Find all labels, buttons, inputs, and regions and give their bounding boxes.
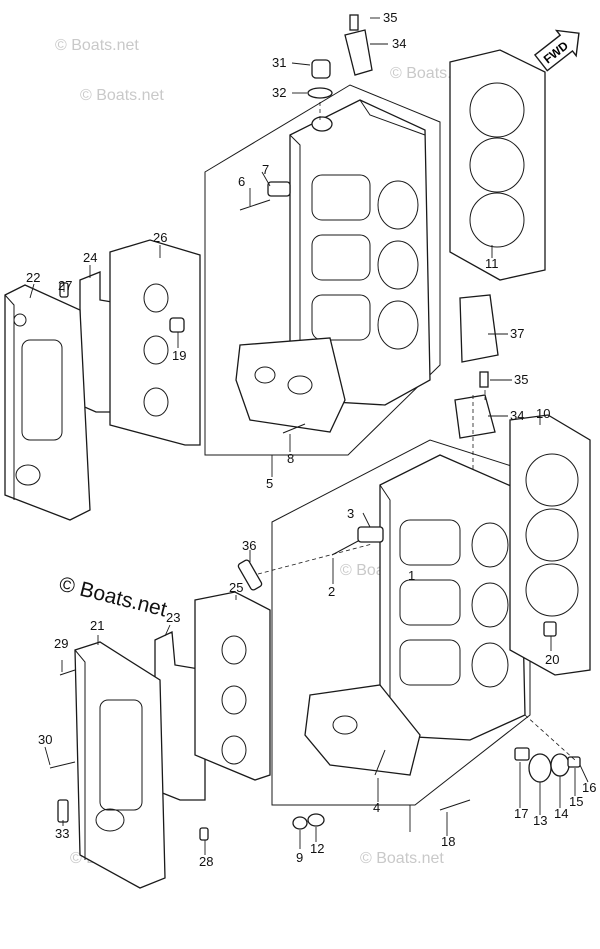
small-parts bbox=[49, 14, 581, 841]
callout-22: 22 bbox=[26, 270, 40, 285]
upper-head-frame bbox=[204, 84, 441, 456]
callout-23: 23 bbox=[166, 610, 180, 625]
lower-head-frame bbox=[271, 439, 531, 806]
callout-26: 26 bbox=[153, 230, 167, 245]
callout-34-mid: 34 bbox=[510, 408, 524, 423]
lower-valve-cover bbox=[74, 641, 166, 889]
callout-10: 10 bbox=[536, 406, 550, 421]
callout-35-mid: 35 bbox=[514, 372, 528, 387]
callout-27: 27 bbox=[58, 278, 72, 293]
callout-25: 25 bbox=[229, 580, 243, 595]
alignment-guides bbox=[257, 102, 576, 761]
callout-30: 30 bbox=[38, 732, 52, 747]
callout-29: 29 bbox=[54, 636, 68, 651]
callout-2: 2 bbox=[328, 584, 335, 599]
callout-5: 5 bbox=[266, 476, 273, 491]
callout-14: 14 bbox=[554, 806, 568, 821]
watermark-text: © Boats.net bbox=[80, 87, 164, 104]
callout-13: 13 bbox=[533, 813, 547, 828]
callout-20: 20 bbox=[545, 652, 559, 667]
lower-head-gasket bbox=[509, 414, 591, 676]
watermark-prominent: © Boats.net bbox=[57, 573, 169, 622]
callout-4: 4 bbox=[373, 800, 380, 815]
lower-cylinder-head bbox=[304, 454, 526, 776]
watermark-text: © Boats.net bbox=[55, 37, 139, 54]
callout-34-top: 34 bbox=[392, 36, 406, 51]
upper-cylinder-head bbox=[235, 99, 431, 433]
callout-37: 37 bbox=[510, 326, 524, 341]
upper-head-gasket bbox=[449, 49, 546, 281]
watermark-text: © Boats.net bbox=[360, 850, 444, 867]
callout-31: 31 bbox=[272, 55, 286, 70]
lower-valve-cover-seal bbox=[194, 591, 271, 781]
callout-32: 32 bbox=[272, 85, 286, 100]
callout-8: 8 bbox=[287, 451, 294, 466]
callout-33: 33 bbox=[55, 826, 69, 841]
callout-15: 15 bbox=[569, 794, 583, 809]
callout-19: 19 bbox=[172, 348, 186, 363]
callout-1: 1 bbox=[408, 568, 415, 583]
callout-36: 36 bbox=[242, 538, 256, 553]
callout-28: 28 bbox=[199, 854, 213, 869]
callout-24: 24 bbox=[83, 250, 97, 265]
fwd-arrow-icon: FWD bbox=[533, 29, 580, 72]
callout-21: 21 bbox=[90, 618, 104, 633]
callout-18: 18 bbox=[441, 834, 455, 849]
callout-labels: 1 2 3 4 5 6 7 8 9 10 11 12 13 14 15 16 1… bbox=[26, 10, 596, 869]
callout-16: 16 bbox=[582, 780, 596, 795]
callout-17: 17 bbox=[514, 806, 528, 821]
callout-35-top: 35 bbox=[383, 10, 397, 25]
callout-12: 12 bbox=[310, 841, 324, 856]
upper-valve-cover-seal bbox=[109, 239, 201, 446]
callout-3: 3 bbox=[347, 506, 354, 521]
callout-7: 7 bbox=[262, 162, 269, 177]
callout-9: 9 bbox=[296, 850, 303, 865]
callout-6: 6 bbox=[238, 174, 245, 189]
leader-lines bbox=[29, 17, 589, 855]
upper-valve-cover bbox=[4, 284, 91, 521]
callout-11: 11 bbox=[485, 256, 499, 271]
